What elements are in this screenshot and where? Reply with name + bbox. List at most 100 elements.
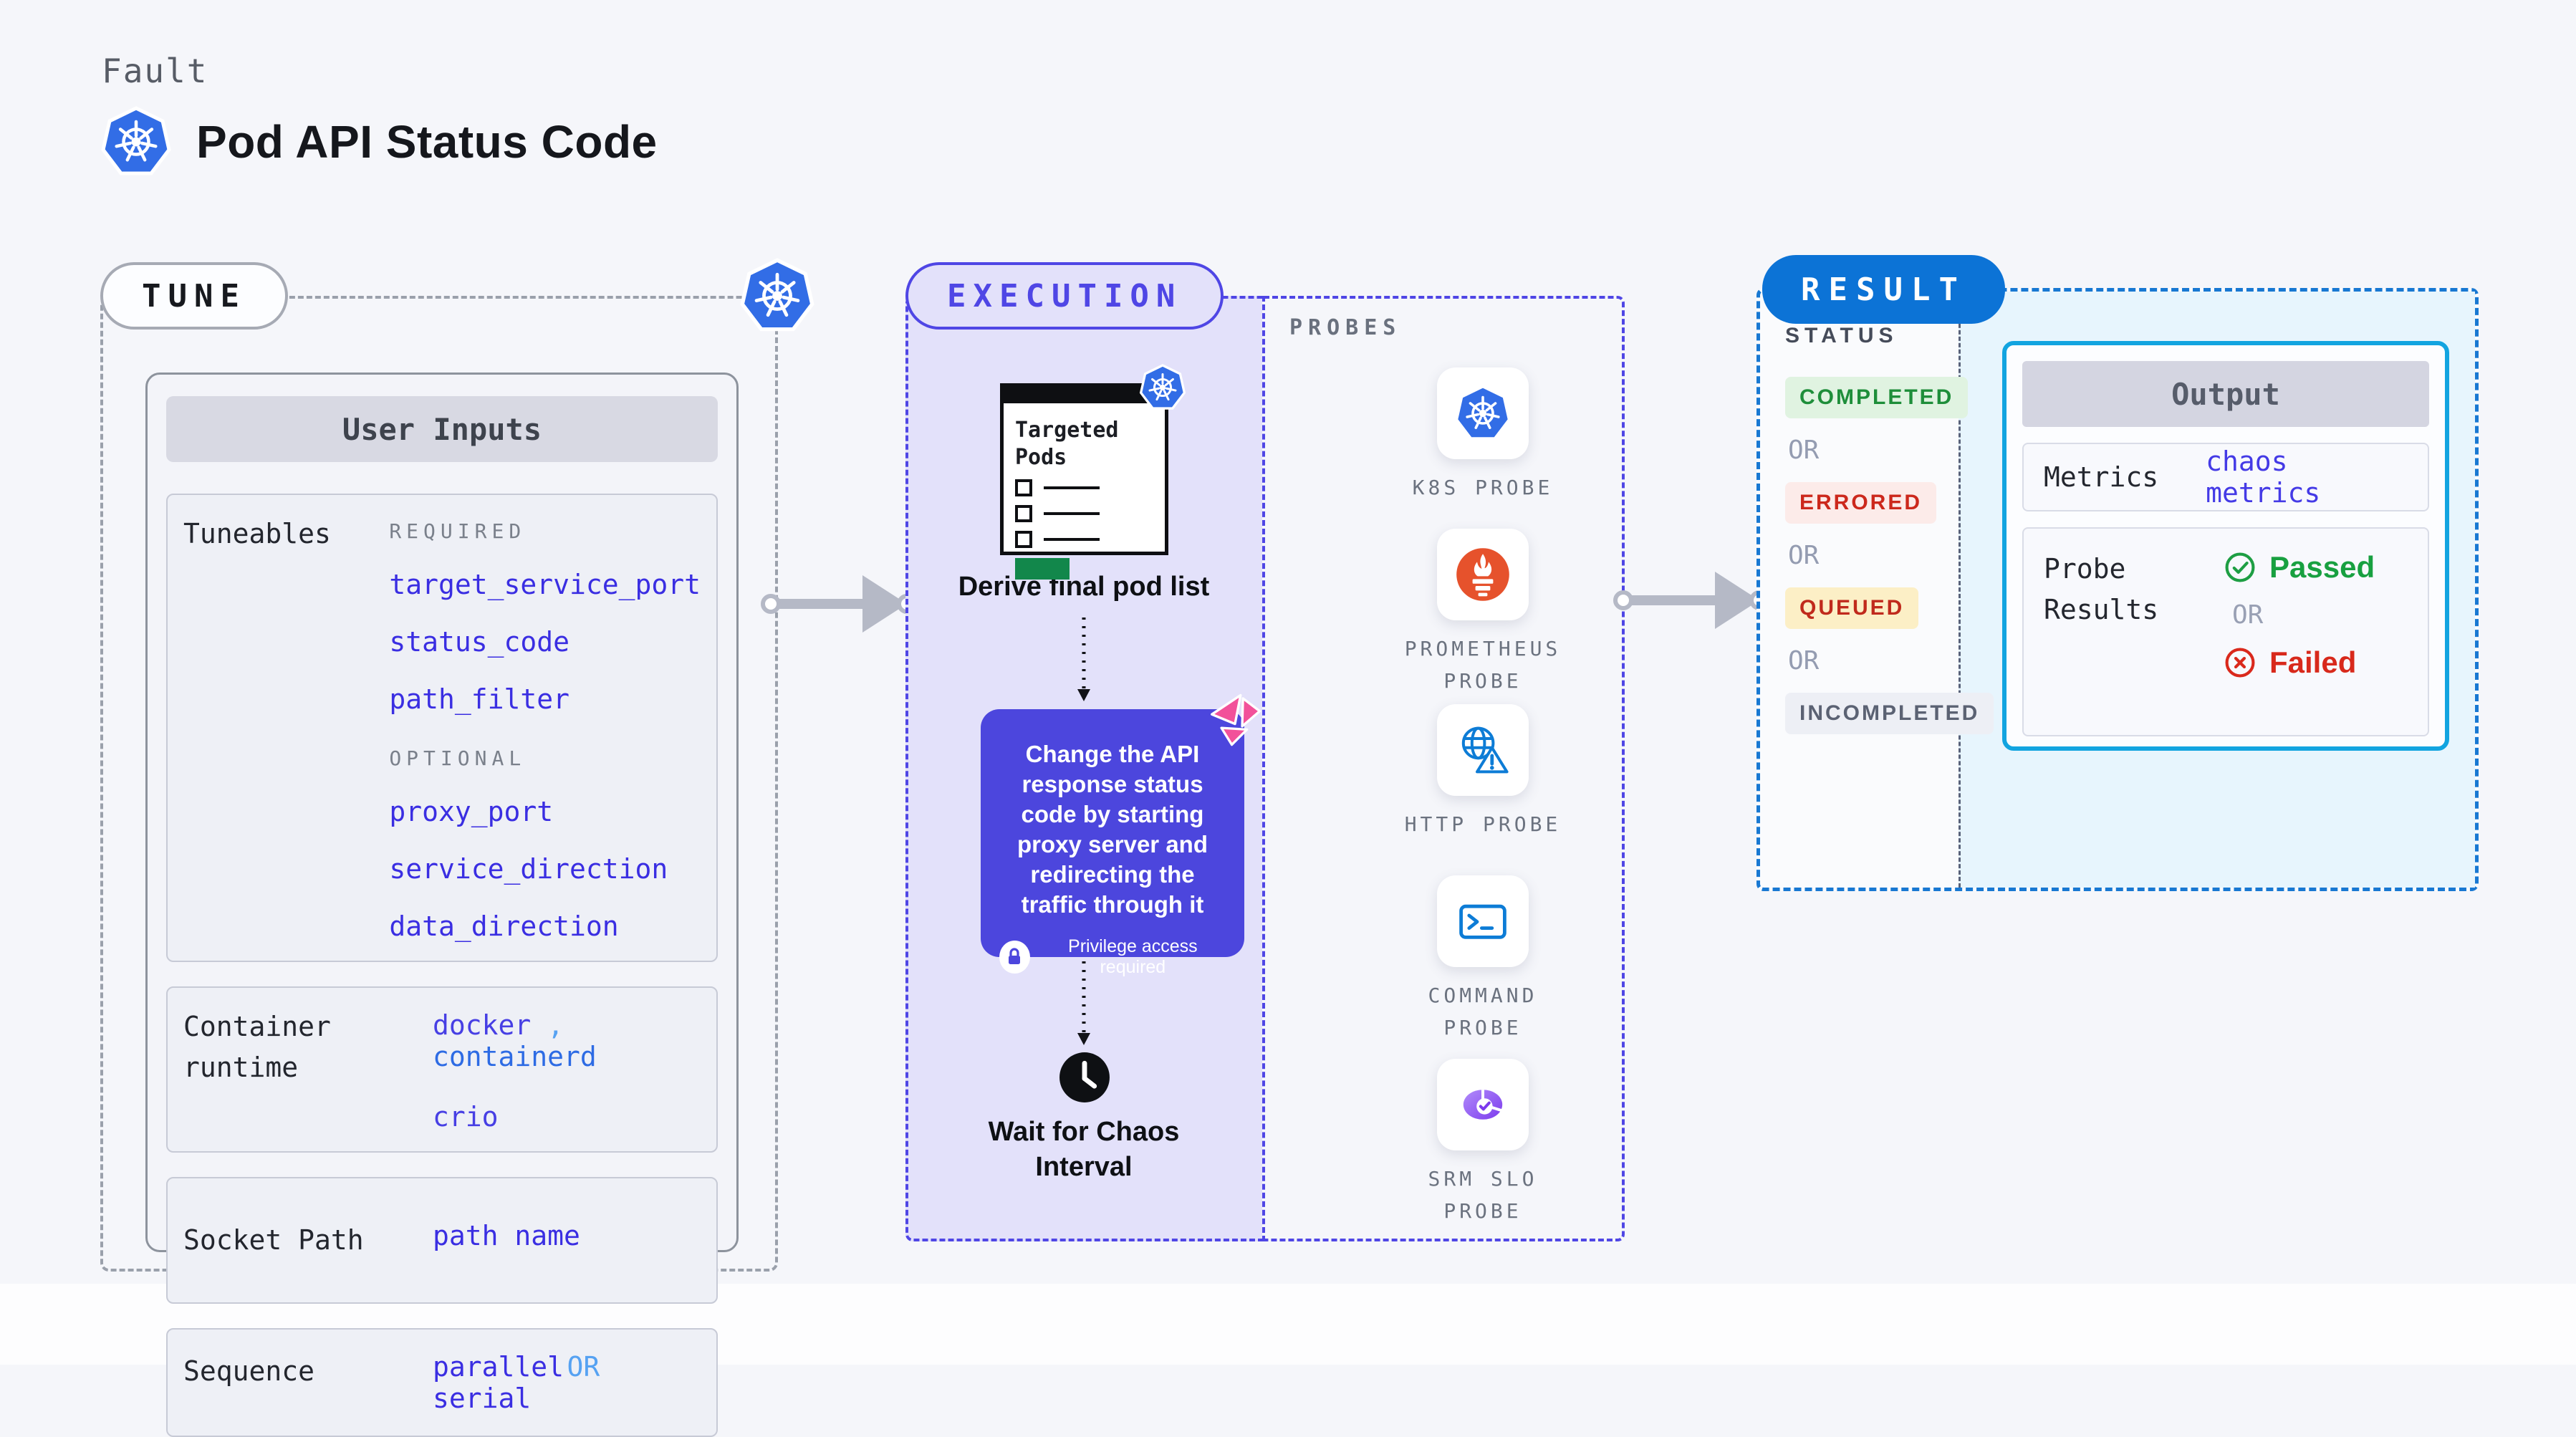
probe-card xyxy=(1437,875,1529,967)
page-title: Pod API Status Code xyxy=(196,116,658,168)
check-circle-icon xyxy=(2225,552,2255,582)
comma-separator: , xyxy=(547,1009,564,1041)
probe-card xyxy=(1437,367,1529,459)
status-badge-queued: QUEUED xyxy=(1785,587,1919,629)
user-inputs-card: User Inputs Tuneables REQUIRED target_se… xyxy=(145,373,739,1437)
probe-card xyxy=(1437,529,1529,620)
user-inputs-title: User Inputs xyxy=(166,396,718,462)
kubernetes-icon xyxy=(1139,364,1186,411)
container-runtime-row: Container runtime docker , containerd cr… xyxy=(166,986,718,1153)
failed-line: Failed xyxy=(2224,645,2375,680)
runtime-value: docker xyxy=(433,1009,532,1041)
tuneable-link[interactable]: data_direction xyxy=(389,910,619,942)
wait-chaos-interval-label: Wait for Chaos Interval xyxy=(988,1117,1180,1183)
arrow-right-icon xyxy=(761,575,915,633)
pod-list-item xyxy=(1015,531,1153,548)
passed-label: Passed xyxy=(2269,550,2375,584)
chaos-action-box: Change the API response status code by s… xyxy=(981,693,1261,977)
checkbox-icon xyxy=(1015,531,1032,548)
chaos-sparkle-icon xyxy=(1211,693,1261,746)
row-label: Socket Path xyxy=(183,1224,364,1256)
dotted-arrow-icon xyxy=(1077,617,1090,701)
kubernetes-icon xyxy=(739,258,815,334)
tuneable-link[interactable]: status_code xyxy=(389,626,569,658)
socket-path-row: Socket Path path name xyxy=(166,1177,718,1304)
runtime-value: containerd xyxy=(433,1041,597,1072)
sequence-row: Sequence parallel OR serial xyxy=(166,1328,718,1437)
kubernetes-icon xyxy=(1454,385,1512,442)
list-line xyxy=(1044,538,1100,541)
socket-path-value: path name xyxy=(433,1220,580,1251)
slo-pie-icon xyxy=(1463,1090,1503,1120)
metrics-row: Metrics chaos metrics xyxy=(2022,443,2429,511)
probe-item: COMMAND PROBE xyxy=(1397,875,1569,1044)
probe-item: K8S PROBE xyxy=(1397,367,1569,504)
probe-label: PROMETHEUS PROBE xyxy=(1404,637,1562,693)
required-heading: REQUIRED xyxy=(389,519,527,543)
row-label: Tuneables xyxy=(183,518,331,549)
probes-heading: PROBES xyxy=(1289,315,1402,340)
metrics-label: Metrics xyxy=(2044,461,2159,493)
or-separator: OR xyxy=(1788,646,1820,676)
probe-label: COMMAND PROBE xyxy=(1428,984,1538,1039)
x-circle-icon xyxy=(2225,648,2255,678)
list-line xyxy=(1044,486,1100,489)
probes-section xyxy=(1262,296,1625,1241)
probe-results-label: Probe Results xyxy=(2044,553,2159,625)
tuneable-link[interactable]: target_service_port xyxy=(389,569,701,600)
clock-icon xyxy=(1057,1050,1112,1105)
or-separator: OR xyxy=(1788,436,1820,465)
output-title: Output xyxy=(2022,361,2429,427)
pod-list-item xyxy=(1015,505,1153,522)
dotted-arrow-icon xyxy=(1077,961,1090,1045)
result-badge: RESULT xyxy=(1762,255,2005,324)
targeted-pods-title: Targeted Pods xyxy=(1015,418,1119,470)
privilege-row: Privilege access required xyxy=(999,936,1226,978)
metrics-value: chaos metrics xyxy=(2206,446,2321,509)
derive-pod-list-label: Derive final pod list xyxy=(958,572,1210,602)
progress-bar xyxy=(1015,558,1070,580)
probe-results-row: Probe Results Passed OR Faile xyxy=(2022,527,2429,736)
failed-label: Failed xyxy=(2269,645,2357,679)
execution-badge: EXECUTION xyxy=(905,262,1224,330)
prometheus-icon xyxy=(1456,548,1509,601)
chaos-action-text: Change the API response status code by s… xyxy=(1017,741,1208,918)
status-badge-incompleted: INCOMPLETED xyxy=(1785,693,1994,734)
tuneable-link[interactable]: path_filter xyxy=(389,683,569,715)
sequence-value: parallel xyxy=(433,1351,564,1383)
pod-list-item xyxy=(1015,479,1153,496)
privilege-text: Privilege access required xyxy=(1068,936,1198,978)
tuneables-row: Tuneables REQUIRED target_service_port s… xyxy=(166,494,718,962)
probe-item: SRM SLO PROBE xyxy=(1397,1059,1569,1228)
probe-item: HTTP PROBE xyxy=(1397,704,1569,841)
page-header: Pod API Status Code xyxy=(100,106,658,178)
kubernetes-icon xyxy=(100,106,172,178)
or-separator: OR xyxy=(1788,541,1820,570)
lock-icon xyxy=(999,941,1030,974)
fault-kicker: Fault xyxy=(102,52,208,90)
tuneable-link[interactable]: service_direction xyxy=(389,853,668,885)
tuneable-link[interactable]: proxy_port xyxy=(389,796,554,827)
http-globe-icon xyxy=(1461,726,1509,774)
status-badge-errored: ERRORED xyxy=(1785,482,1937,524)
probe-label: K8S PROBE xyxy=(1412,476,1554,499)
row-label: Sequence xyxy=(183,1355,315,1387)
probe-card xyxy=(1437,704,1529,796)
passed-line: Passed xyxy=(2224,550,2375,585)
status-badge-completed: COMPLETED xyxy=(1785,377,1969,418)
or-separator: OR xyxy=(567,1351,600,1383)
probe-label: HTTP PROBE xyxy=(1404,812,1562,836)
or-separator: OR xyxy=(2232,600,2264,630)
diagram-canvas: Fault Pod API Status Code TUNE User Inpu… xyxy=(100,52,2479,1437)
checkbox-icon xyxy=(1015,479,1032,496)
targeted-pods-card: Targeted Pods xyxy=(1000,383,1168,580)
list-line xyxy=(1044,512,1100,515)
output-card: Output Metrics chaos metrics Probe Resul… xyxy=(2002,341,2449,751)
probe-card xyxy=(1437,1059,1529,1150)
status-heading: STATUS xyxy=(1785,324,1898,347)
probe-item: PROMETHEUS PROBE xyxy=(1397,529,1569,698)
row-label: Container runtime xyxy=(183,1011,331,1083)
optional-heading: OPTIONAL xyxy=(389,746,527,770)
runtime-value: crio xyxy=(433,1101,499,1133)
status-column: STATUS COMPLETED OR ERRORED OR QUEUED OR… xyxy=(1785,324,1994,734)
